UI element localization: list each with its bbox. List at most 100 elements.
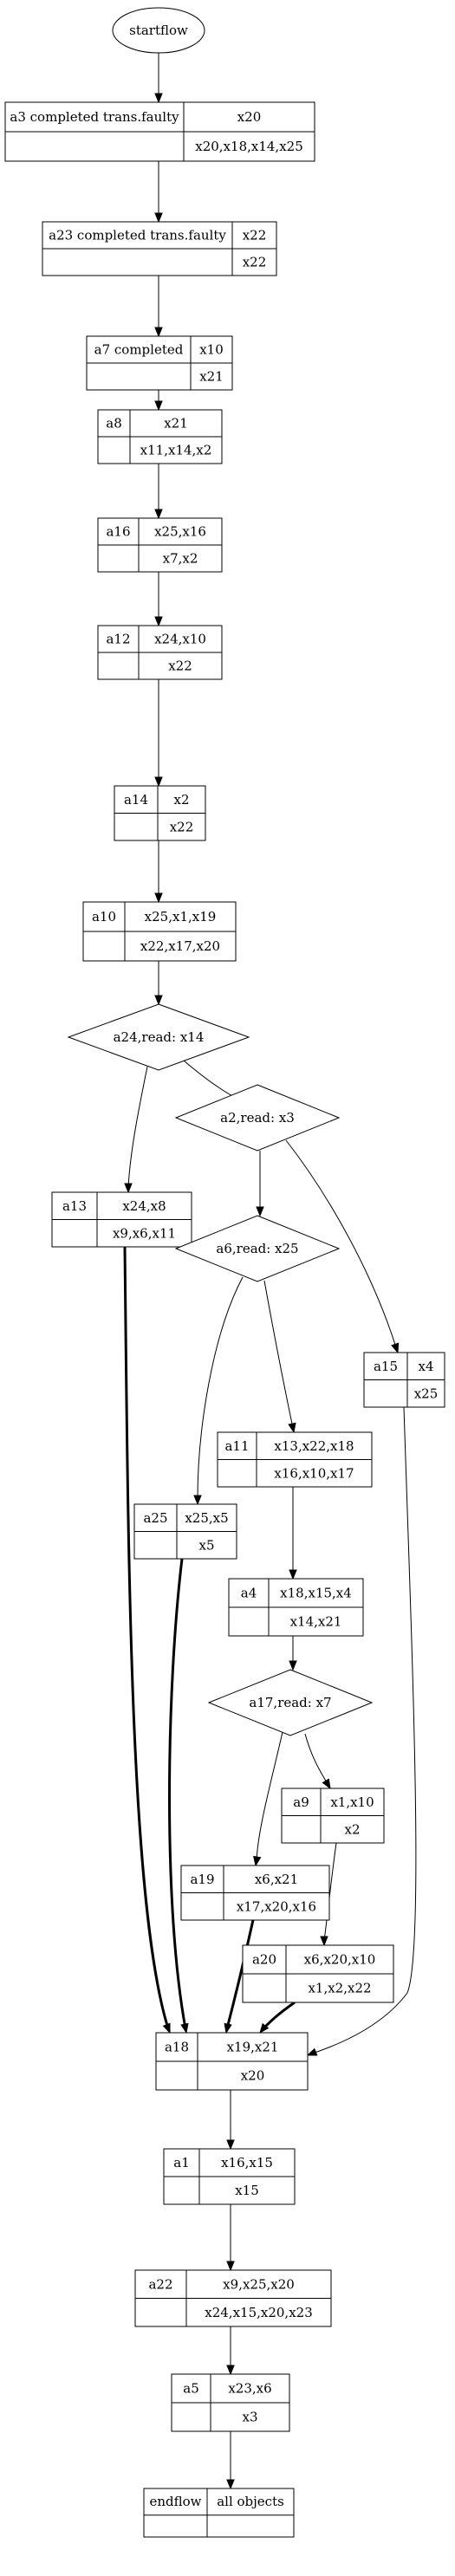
node-label: startflow — [129, 23, 188, 38]
node-read-vars: x7,x2 — [163, 551, 198, 567]
node-write-vars: x24,x8 — [122, 1198, 166, 1214]
edge-a22-to-a5 — [226, 2326, 235, 2376]
edge-line — [263, 1280, 294, 1429]
node-label: a6,read: x25 — [216, 1241, 298, 1256]
edge-a13-to-a18 — [123, 1246, 171, 2034]
node-shape — [174, 1215, 341, 1282]
node-name: a8 — [106, 416, 122, 431]
node-read-vars: x2 — [344, 1821, 360, 1837]
node-a8: a8 x21 x11,x14,x2 — [97, 409, 223, 464]
edges-layer — [123, 53, 417, 2490]
node-write-vars: x10 — [199, 342, 224, 358]
node-label: a24,read: x14 — [114, 1029, 205, 1045]
node-read-vars: x22 — [170, 819, 194, 834]
node-read-vars: x20 — [241, 2068, 265, 2084]
arrowhead — [226, 2365, 235, 2376]
edge-a14-to-a10 — [154, 840, 163, 904]
node-name: a25 — [143, 1510, 167, 1526]
edge-a23-to-a7 — [154, 276, 163, 338]
node-read-vars: x11,x14,x2 — [140, 443, 212, 458]
arrowhead — [306, 2047, 318, 2056]
arrowhead — [154, 616, 163, 627]
node-end: endflow all objects — [143, 2488, 295, 2538]
edge-a8-to-a16 — [154, 464, 163, 520]
node-shape — [207, 1669, 374, 1736]
node-read-vars: x22,x17,x20 — [140, 938, 220, 954]
node-name: endflow — [149, 2494, 201, 2509]
node-write-vars: x21 — [164, 416, 188, 431]
node-start: startflow — [112, 7, 205, 54]
node-write-vars: x25,x1,x19 — [145, 909, 217, 925]
node-name: a15 — [374, 1359, 398, 1374]
edge-line — [168, 1558, 187, 2029]
node-read-vars: x20,x18,x14,x25 — [195, 139, 303, 154]
node-shape — [143, 2488, 295, 2538]
arrowhead — [391, 1342, 400, 1354]
edge-line — [311, 1406, 417, 2054]
edge-a12-to-a14 — [154, 679, 163, 788]
arrowhead — [253, 1855, 262, 1867]
node-read-vars: x15 — [235, 2183, 259, 2198]
node-read-vars: x22 — [243, 255, 267, 270]
node-write-vars: all objects — [217, 2494, 284, 2509]
node-write-vars: x13,x22,x18 — [274, 1438, 354, 1454]
node-name: a18 — [165, 2040, 189, 2055]
edge-d2-to-d6 — [256, 1151, 264, 1217]
arrowhead — [288, 1422, 296, 1434]
node-shape — [67, 1003, 250, 1071]
node-name: a11 — [224, 1438, 249, 1454]
edge-line — [304, 1733, 328, 1785]
node-read-vars: x16,x10,x17 — [274, 1465, 354, 1481]
edge-d17-to-a9 — [304, 1733, 331, 1790]
edge-start-to-a3 — [154, 53, 163, 104]
node-a15: a15 x4 x25 — [363, 1352, 445, 1408]
arrowhead — [193, 1495, 202, 1506]
edge-line — [262, 2001, 296, 2030]
edge-line — [123, 1246, 170, 2029]
arrowhead — [154, 509, 163, 520]
arrowhead — [289, 1660, 297, 1671]
edge-d2-to-a15 — [285, 1139, 400, 1354]
arrowhead — [154, 892, 163, 904]
node-name: a22 — [148, 2276, 172, 2292]
edge-a4-to-d17 — [289, 1636, 297, 1671]
arrowhead — [180, 2022, 189, 2034]
edge-line — [285, 1139, 397, 1348]
edge-line — [225, 1919, 255, 2029]
node-read-vars: x14,x21 — [290, 1614, 342, 1630]
node-write-vars: x20 — [237, 109, 262, 125]
edge-a20-to-a18 — [259, 2001, 296, 2034]
node-name: a12 — [106, 632, 130, 647]
node-label: a2,read: x3 — [220, 1110, 295, 1126]
node-a11: a11 x13,x22,x18 x16,x10,x17 — [217, 1431, 373, 1488]
edge-a7-to-a8 — [154, 390, 163, 412]
node-write-vars: x25,x5 — [185, 1510, 228, 1526]
node-name: a5 — [183, 2381, 199, 2397]
node-write-vars: x23,x6 — [228, 2381, 271, 2397]
edge-a18-to-a1 — [226, 2090, 235, 2151]
node-read-vars: x21 — [199, 369, 224, 385]
node-read-vars: x25 — [414, 1385, 439, 1401]
node-d24: a24,read: x14 — [67, 1003, 250, 1071]
arrowhead — [289, 1569, 297, 1580]
arrowhead — [224, 2022, 232, 2034]
edge-a10-to-d24 — [154, 961, 163, 1006]
node-read-vars: x22 — [168, 659, 192, 674]
node-shape — [112, 7, 205, 54]
arrowhead — [256, 1206, 264, 1217]
node-label: a17,read: x7 — [249, 1695, 331, 1710]
node-write-vars: x4 — [418, 1359, 433, 1374]
node-write-vars: x22 — [243, 228, 267, 243]
node-read-vars: x9,x6,x11 — [113, 1225, 176, 1241]
